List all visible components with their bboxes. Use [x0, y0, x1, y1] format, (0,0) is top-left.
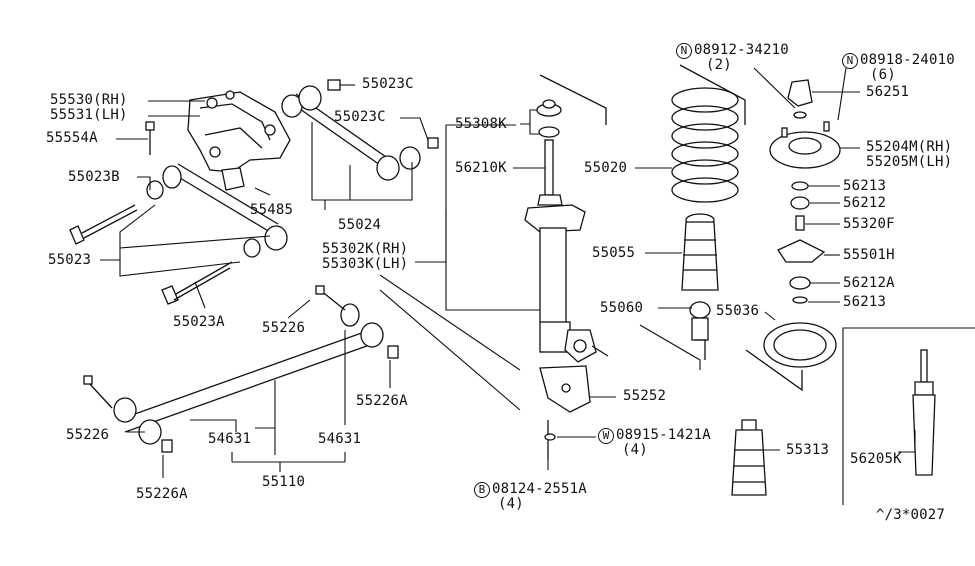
label-55024: 55024 — [338, 217, 382, 233]
label-55226a-bottom: 55226A — [136, 486, 188, 502]
strut-assembly — [524, 74, 609, 460]
label-n08918-qty: (6) — [870, 67, 896, 83]
label-55036: 55036 — [716, 303, 760, 319]
label-56213-bottom: 56213 — [843, 294, 887, 310]
label-54631-left: 54631 — [208, 431, 252, 447]
mounting-parts — [745, 79, 841, 392]
coil-spring — [671, 64, 746, 203]
n-badge-icon: N — [842, 53, 858, 69]
label-55204m: 55204M(RH) — [866, 139, 953, 155]
bump-boot — [681, 213, 719, 360]
shock-absorber — [842, 327, 975, 505]
label-55554a: 55554A — [46, 130, 98, 146]
label-55023a: 55023A — [173, 314, 225, 330]
label-55055: 55055 — [592, 245, 636, 261]
dust-cover — [731, 419, 767, 496]
label-56205k: 56205K — [850, 451, 902, 467]
label-n08918-text: 08918-24010 — [860, 52, 955, 68]
label-55531: 55531(LH) — [50, 107, 128, 123]
upper-arm-bracket — [187, 90, 291, 191]
label-w08915-text: 08915-1421A — [616, 427, 711, 443]
label-55303k: 55303K(LH) — [322, 256, 409, 272]
label-55110: 55110 — [262, 474, 306, 490]
label-56213-top: 56213 — [843, 178, 887, 194]
label-55023c-top: 55023C — [362, 76, 414, 92]
bushings — [146, 79, 439, 258]
w-badge-icon: W — [598, 428, 614, 444]
control-arm-rods — [169, 93, 387, 233]
label-55320f: 55320F — [843, 216, 895, 232]
label-55226a-top: 55226A — [356, 393, 408, 409]
label-55252: 55252 — [623, 388, 667, 404]
label-55501h: 55501H — [843, 247, 895, 263]
label-55302k: 55302K(RH) — [322, 241, 409, 257]
label-55023: 55023 — [48, 252, 92, 268]
label-56212: 56212 — [843, 195, 887, 211]
n-badge-icon: N — [676, 43, 692, 59]
drawing-code: ^/3*0027 — [876, 507, 946, 523]
label-56212a: 56212A — [843, 275, 895, 291]
lower-link — [83, 285, 399, 453]
label-55313: 55313 — [786, 442, 830, 458]
label-55226-top: 55226 — [262, 320, 306, 336]
leader-lines — [100, 67, 916, 478]
label-w08915-qty: (4) — [622, 442, 648, 458]
bolts-left — [69, 121, 233, 305]
label-55023c-mid: 55023C — [334, 109, 386, 125]
label-54631-right: 54631 — [318, 431, 362, 447]
label-n08912-text: 08912-34210 — [694, 42, 789, 58]
label-n08912-qty: (2) — [706, 57, 732, 73]
label-55530: 55530(RH) — [50, 92, 128, 108]
label-55308k: 55308K — [455, 116, 507, 132]
label-55205m: 55205M(LH) — [866, 154, 953, 170]
label-55060: 55060 — [600, 300, 644, 316]
b-badge-icon: B — [474, 482, 490, 498]
label-56251: 56251 — [866, 84, 910, 100]
label-55020: 55020 — [584, 160, 628, 176]
label-b08124-text: 08124-2551A — [492, 481, 587, 497]
label-55485: 55485 — [250, 202, 294, 218]
label-56210k: 56210K — [455, 160, 507, 176]
label-b08124-qty: (4) — [498, 496, 524, 512]
label-55023b: 55023B — [68, 169, 120, 185]
label-55226-bottom: 55226 — [66, 427, 110, 443]
